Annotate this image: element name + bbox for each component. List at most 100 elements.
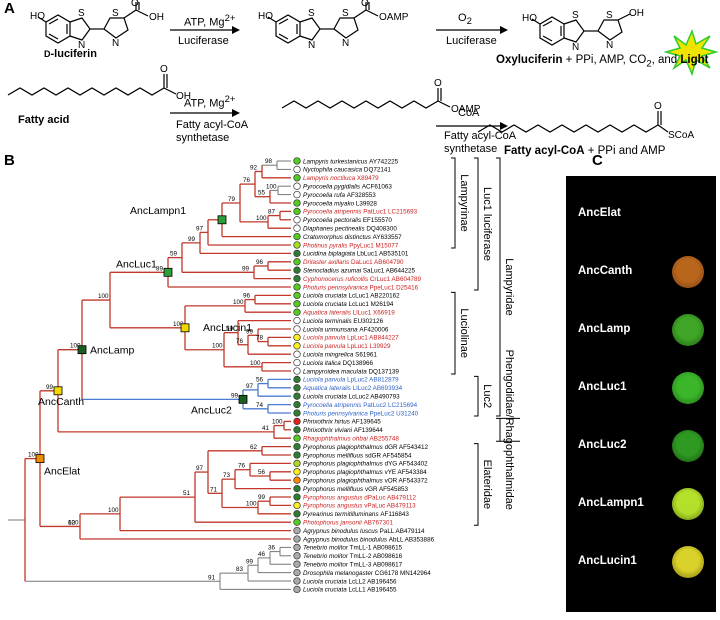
bootstrap-value-2: 55 <box>258 190 266 197</box>
panel-label-c: C <box>592 152 603 169</box>
leaf-label-50: Luciola cruciata LcLL2 AB196456 <box>303 578 397 585</box>
leaf-dot-3 <box>293 182 301 190</box>
atom-oh-2: OH <box>629 8 644 19</box>
leaf-dot-29 <box>293 400 301 409</box>
bootstrap-value-3: 76 <box>243 177 251 184</box>
atom-n-1: N <box>78 40 85 51</box>
bootstrap-value-19: 99 <box>246 328 254 335</box>
bootstrap-value-44: 83 <box>236 566 244 573</box>
leaf-dot-49 <box>293 568 301 577</box>
leaf-label-44: Agrypnus binodulus luscus PaLL AB479114 <box>302 528 425 535</box>
fatty-acid-label: Fatty acid <box>18 114 70 126</box>
bootstrap-value-12: 99 <box>242 265 250 272</box>
clade-bracket-luc1 <box>474 157 479 291</box>
leaf-label-48: Tenebrio molitor TmLL-3 AB098617 <box>303 562 403 569</box>
bootstrap-value-11: 59 <box>170 251 178 258</box>
atom-n-3: N <box>308 40 315 51</box>
leaf-dot-22 <box>293 342 301 350</box>
atom-oamp-2: OAMP <box>451 104 481 115</box>
leaf-dot-45 <box>293 535 301 543</box>
atom-oamp-1: OAMP <box>379 12 409 23</box>
ancestor-label-ancelat: AncElat <box>44 466 80 478</box>
leaf-dot-15 <box>293 283 301 291</box>
atom-n-2: N <box>112 38 119 49</box>
bootstrap-value-4: 100 <box>266 183 277 190</box>
leaf-dot-27 <box>293 384 301 392</box>
leaf-dot-50 <box>293 577 301 585</box>
bootstrap-value-26: 97 <box>246 383 254 390</box>
leaf-dot-44 <box>293 526 301 535</box>
clade-bracket-luciolinae <box>451 291 456 375</box>
fatty-enzyme-label-3: Fatty acyl-CoA <box>444 130 517 142</box>
atom-scoa: SCoA <box>668 130 694 141</box>
leaf-label-17: Luciola cruciata LcLuc1 M26194 <box>303 301 394 308</box>
bootstrap-value-5: 79 <box>228 196 236 203</box>
fatty-acyl-coa-products: Fatty acyl-CoA + PPi and AMP <box>504 145 666 157</box>
atom-oh-3: OH <box>176 91 191 102</box>
bootstrap-value-0: 98 <box>265 158 273 165</box>
leaf-dot-13 <box>293 266 301 274</box>
bootstrap-value-28: 99 <box>231 392 239 399</box>
leaf-label-13: Stenocladius azumai SaLuc1 AB644225 <box>303 268 416 275</box>
clade-label-luc2: Luc2 <box>481 384 493 408</box>
leaf-label-36: Pyrophorus plagiophthalmus dYG AF543402 <box>303 461 428 468</box>
bootstrap-value-34: 62 <box>250 444 258 451</box>
leaf-label-9: Cratomorphus distinctus AY633557 <box>303 234 402 241</box>
leaf-dot-20 <box>293 325 301 333</box>
reaction-o2-label: O2 <box>458 12 472 28</box>
clade-bracket-lampyrinae <box>451 157 456 249</box>
atom-oh-1: OH <box>149 12 164 23</box>
leaf-label-3: Pyrocoelia pygidialis ACF61063 <box>303 184 392 191</box>
leaf-dot-14 <box>293 274 301 283</box>
ancestor-marker-anclucin1 <box>180 323 190 333</box>
well-label-anclucin1: AncLucin1 <box>578 555 637 567</box>
bootstrap-value-24: 74 <box>256 402 264 409</box>
well-label-ancelat: AncElat <box>578 207 621 219</box>
bootstrap-value-35: 76 <box>238 463 246 470</box>
bootstrap-value-48: 91 <box>208 574 216 581</box>
ancestor-marker-ancluc1 <box>163 267 173 277</box>
luminescence-well-anccanth <box>672 256 704 288</box>
clade-label-luc1: Luc1 luciferase <box>481 187 493 261</box>
luminescence-well-anclucin1 <box>672 546 704 578</box>
leaf-dot-0 <box>293 157 301 165</box>
leaf-label-1: Nyctophila caucasica DQ72141 <box>303 167 391 174</box>
bootstrap-value-39: 97 <box>196 465 204 472</box>
leaf-dot-10 <box>293 241 301 249</box>
dluciferin-label: D-luciferin <box>44 48 97 60</box>
bootstrap-value-30: 100 <box>272 419 283 426</box>
bootstrap-value-32: 100 <box>28 452 39 459</box>
clade-label-elateridae: Elateridae <box>481 460 493 510</box>
light-burst-icon <box>663 28 719 77</box>
ancestor-label-anclampn1: AncLampn1 <box>130 205 186 217</box>
leaf-dot-9 <box>293 232 301 241</box>
leaf-dot-17 <box>293 300 301 308</box>
bootstrap-value-7: 100 <box>256 215 267 222</box>
leaf-dot-39 <box>293 484 301 493</box>
bootstrap-value-17: 78 <box>256 335 264 342</box>
leaf-label-20: Luciola unmunsana AF420006 <box>303 326 389 333</box>
bootstrap-value-41: 100 <box>246 501 257 508</box>
panel-label-a: A <box>4 0 15 17</box>
reaction-atp-label: ATP, Mg2+ <box>184 13 236 29</box>
well-label-ancluc1: AncLuc1 <box>578 381 627 393</box>
atom-o-2: O <box>361 0 369 9</box>
leaf-label-18: Aquatica lateralis LlLuc1 X66919 <box>302 310 395 317</box>
luminescence-well-ancelat <box>672 198 704 230</box>
leaf-label-8: Diaphanes pectinealis DQ408300 <box>303 226 397 233</box>
ancestor-label-anccanth: AncCanth <box>38 396 84 408</box>
atom-o-5: O <box>654 101 662 112</box>
leaf-dot-38 <box>293 476 301 484</box>
reaction-luciferase2-label: Luciferase <box>446 35 497 47</box>
leaf-dot-18 <box>293 308 301 316</box>
leaf-dot-43 <box>293 518 301 526</box>
leaf-dot-5 <box>293 199 301 207</box>
leaf-label-19: Luciola terminalis EU302126 <box>303 318 384 325</box>
leaf-label-27: Aquatica lateralis LlLuc2 AB693934 <box>302 385 403 392</box>
leaf-label-29: Pyrocoelia atripennis PatLuc2 LC215694 <box>303 402 418 409</box>
clade-bracket-elateridae <box>474 443 479 526</box>
leaf-label-24: Luciola italica DQ138966 <box>303 360 374 367</box>
bootstrap-value-29: 99 <box>46 384 54 391</box>
leaf-dot-26 <box>293 375 301 384</box>
